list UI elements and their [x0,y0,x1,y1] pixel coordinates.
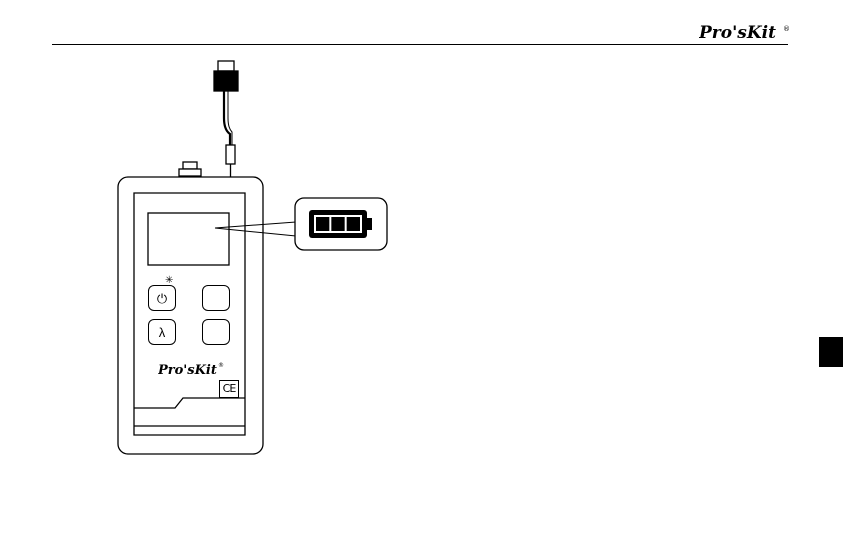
device-logo-mark: Pro'sKit ® [158,360,224,378]
top-port-base [179,169,201,176]
device-registered-mark: ® [218,362,224,369]
power-button[interactable]: ⏻ [148,285,176,311]
cable-wire [224,91,230,145]
battery-terminal [367,218,372,230]
lcd-screen [148,213,229,265]
cable-connector-tip [218,61,234,71]
power-icon: ⏻ [149,286,175,310]
blank-button-upper[interactable] [202,285,230,311]
cable-strain-relief [226,145,235,164]
battery-segment [347,217,360,231]
battery-segments [316,217,360,231]
cable-connector-body [214,71,238,91]
lambda-icon: λ [149,320,175,344]
blank-button-lower[interactable] [202,319,230,345]
device-logo: Pro'sKit ® [158,360,224,378]
top-port-cap [183,162,197,169]
wavelength-button[interactable]: λ [148,319,176,345]
battery-segment [331,217,344,231]
battery-icon [309,210,372,238]
battery-segment [316,217,329,231]
ce-mark: CE [219,380,239,398]
page-section-tab [819,337,843,367]
device-logo-text: Pro'sKit [158,363,217,378]
